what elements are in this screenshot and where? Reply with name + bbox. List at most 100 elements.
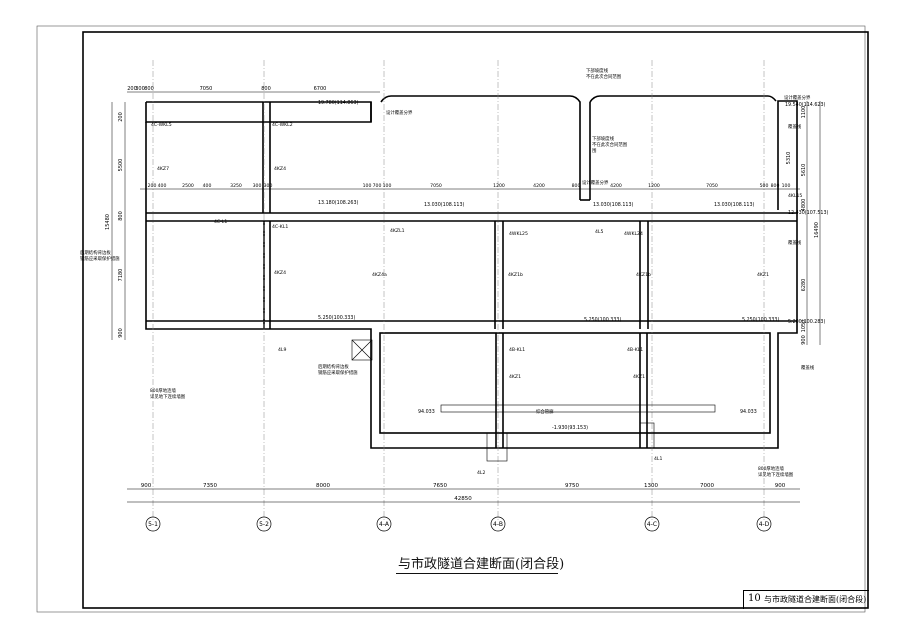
dim-mid-5: 3250 <box>230 183 242 189</box>
member-labels: 4C-WKL5 4C-WKL2 4KZ7 4KZ4 4C-L1 4C-KL1 4… <box>151 122 802 476</box>
dim-mid-17: 7050 <box>706 183 718 189</box>
dim-bottom-total: 42850 <box>454 496 472 502</box>
axis-label-4-c: 4-C <box>647 521 657 528</box>
axis-label-5-1: 5-1 <box>148 521 158 528</box>
dim-mid-3: 2500 <box>182 183 194 189</box>
note-pile-left-2: 详见地下连续墙图 <box>150 393 186 400</box>
sheet-number: 10 <box>748 593 761 604</box>
member-l5: 4L5 <box>595 229 603 235</box>
elev-level1-right-b: 12.430(107.513) <box>788 210 828 216</box>
elev-level1-right-a: 13.030(108.113) <box>714 202 754 208</box>
structure-outline <box>145 95 798 449</box>
note-right-c: 覆盖线 <box>801 364 815 371</box>
note-subway-top-2: 不在此次合同范围 <box>586 73 622 80</box>
dim-mid-13: 4200 <box>533 183 545 189</box>
member-kz4-mid: 4KZ4 <box>274 270 286 276</box>
elev-roof-right: 19.540(114.623) <box>785 102 825 108</box>
note-subway-mid-3: 围 <box>592 148 597 154</box>
drawing-frame <box>82 31 869 609</box>
member-kzl1: 4KZL1 <box>390 228 405 234</box>
dim-top-6: 6700 <box>314 86 327 92</box>
note-left-wall-2: 钢筋应采取保护措施 <box>80 255 120 262</box>
note-design-mid: 设计覆盖分界 <box>582 179 609 186</box>
note-subway-mid-2: 不在此次合同范围 <box>592 141 628 148</box>
elev-level2-left: 5.250(100.333) <box>318 315 355 321</box>
dim-mid-8: 100 <box>363 183 372 189</box>
note-pile-left-1: 800厚地连墙 <box>150 387 177 394</box>
dim-bottom-5: 9750 <box>565 483 579 489</box>
dim-bottom-2: 7350 <box>203 483 217 489</box>
bottom-dimension-line <box>127 488 800 503</box>
right-dimension-texts: 1100 5610 4800 16490 6280 1050 900 5310 <box>786 101 821 345</box>
dim-bottom-7: 7000 <box>700 483 714 489</box>
axis-labels: 5-1 5-2 4-A 4-B 4-C 4-D <box>148 521 770 528</box>
note-left-wall-1: 后期结构背边板 <box>80 249 111 256</box>
dim-bottom-6: 1300 <box>644 483 658 489</box>
dim-bottom-1: 900 <box>141 483 152 489</box>
note-mid-wall-2: 钢筋应采取保护措施 <box>318 369 358 376</box>
member-kz1-low-a: 4KZ1 <box>509 374 521 380</box>
dim-mid-20: 100 <box>782 183 791 189</box>
dim-top-3: 800 <box>144 86 154 92</box>
axis-lines <box>152 60 765 520</box>
note-design-top-right: 设计覆盖分界 <box>784 94 811 101</box>
member-kl9: 4L9 <box>278 347 286 353</box>
dim-left-3: 800 <box>118 211 124 221</box>
note-design-top-left: 设计覆盖分界 <box>386 109 413 116</box>
member-kz7: 4KZ7 <box>157 166 169 172</box>
note-subway-mid-1: 下部坡度线 <box>592 135 615 142</box>
dim-mid-7: 300 <box>264 183 273 189</box>
member-kz1b-b: 4KZ1b <box>636 272 651 278</box>
dim-mid-18: 500 <box>760 183 769 189</box>
note-subway-top-1: 下部坡度线 <box>586 67 609 74</box>
axis-label-4-b: 4-B <box>493 521 503 528</box>
dim-left-1: 200 <box>118 112 124 122</box>
member-kz4-top: 4KZ4 <box>274 166 286 172</box>
dim-mid-2: 400 <box>158 183 167 189</box>
elev-level1-mid-b: 13.030(108.113) <box>593 202 633 208</box>
top-dimension-texts: 200 300 800 7050 800 6700 <box>127 86 380 93</box>
member-ll1: 4L1 <box>654 456 662 462</box>
inner-details <box>351 339 716 462</box>
elev-small-b: 94.033 <box>740 409 757 415</box>
elev-roof-left: 19.780(114.863) <box>318 100 358 106</box>
member-kl1-top: 4C-KL1 <box>272 224 288 230</box>
bottom-dimension-texts: 900 7350 8000 7650 9750 1300 7000 900 42… <box>141 483 786 502</box>
dim-right-1: 1100 <box>801 106 807 119</box>
dim-right-5: 6280 <box>801 279 807 292</box>
elev-level2-mid: 5.250(100.333) <box>584 317 621 323</box>
member-b-kl1-a: 4B-KL1 <box>509 347 525 353</box>
dim-right-2: 5610 <box>801 164 807 177</box>
member-kz2a: 4KZ4a <box>372 272 387 278</box>
elev-level1-mid-a: 13.030(108.113) <box>424 202 464 208</box>
note-inside: 综合管廊 <box>536 408 554 415</box>
title-underline <box>396 573 558 574</box>
dim-mid-9: 700 <box>373 183 382 189</box>
axis-label-4-a: 4-A <box>379 521 390 528</box>
member-kl15: 4KL15 <box>788 193 802 199</box>
dim-top-4: 7050 <box>200 86 213 92</box>
note-right-a: 覆盖线 <box>788 123 802 130</box>
member-kz1-right: 4KZ1 <box>757 272 769 278</box>
note-right-b: 覆盖线 <box>788 239 802 246</box>
member-ll2: 4L2 <box>477 470 485 476</box>
elev-small-a: 94.033 <box>418 409 435 415</box>
axis-label-4-d: 4-D <box>759 521 770 528</box>
left-dimension-texts: 200 5500 800 7180 900 15480 <box>105 102 126 340</box>
dim-bottom-3: 8000 <box>316 483 330 489</box>
dim-mid-1: 200 <box>148 183 157 189</box>
note-pile-right-2: 详见地下连续墙图 <box>758 471 794 478</box>
title-block <box>743 590 869 609</box>
dim-right-6: 1050 <box>801 320 807 333</box>
note-mid-wall-1: 后期结构背边板 <box>318 363 349 370</box>
dim-mid-15: 4200 <box>610 183 622 189</box>
dim-mid-16: 1200 <box>648 183 660 189</box>
elev-level1-left: 13.180(108.263) <box>318 200 358 206</box>
member-kl24: 4WKL24 <box>624 231 643 237</box>
drawing-title: 与市政隧道合建断面(闭合段) <box>398 557 565 572</box>
dim-right-7: 900 <box>801 335 807 345</box>
outer-border <box>36 25 866 613</box>
elevation-labels: 19.780(114.863) 19.540(114.623) 13.180(1… <box>318 100 828 431</box>
dim-left-2: 5500 <box>118 159 124 172</box>
